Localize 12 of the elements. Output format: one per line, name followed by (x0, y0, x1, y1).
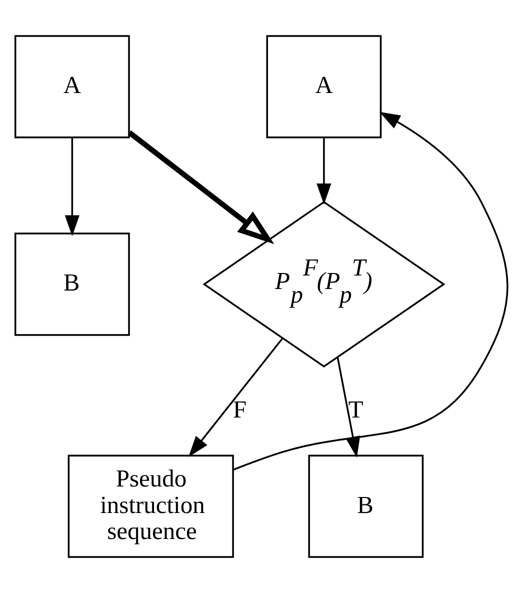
edge-label: T (348, 396, 364, 424)
edge-label: F (233, 396, 247, 424)
node-box: A (14, 35, 130, 138)
arrow (316, 137, 332, 204)
arrow (128, 130, 274, 244)
node-box: Pseudo instruction sequence (68, 454, 234, 558)
node-box: B (308, 454, 424, 558)
arrow (188, 338, 284, 457)
arrow (64, 137, 80, 236)
node-box: B (14, 232, 130, 336)
node-box: A (266, 35, 382, 138)
arrow (233, 112, 508, 470)
